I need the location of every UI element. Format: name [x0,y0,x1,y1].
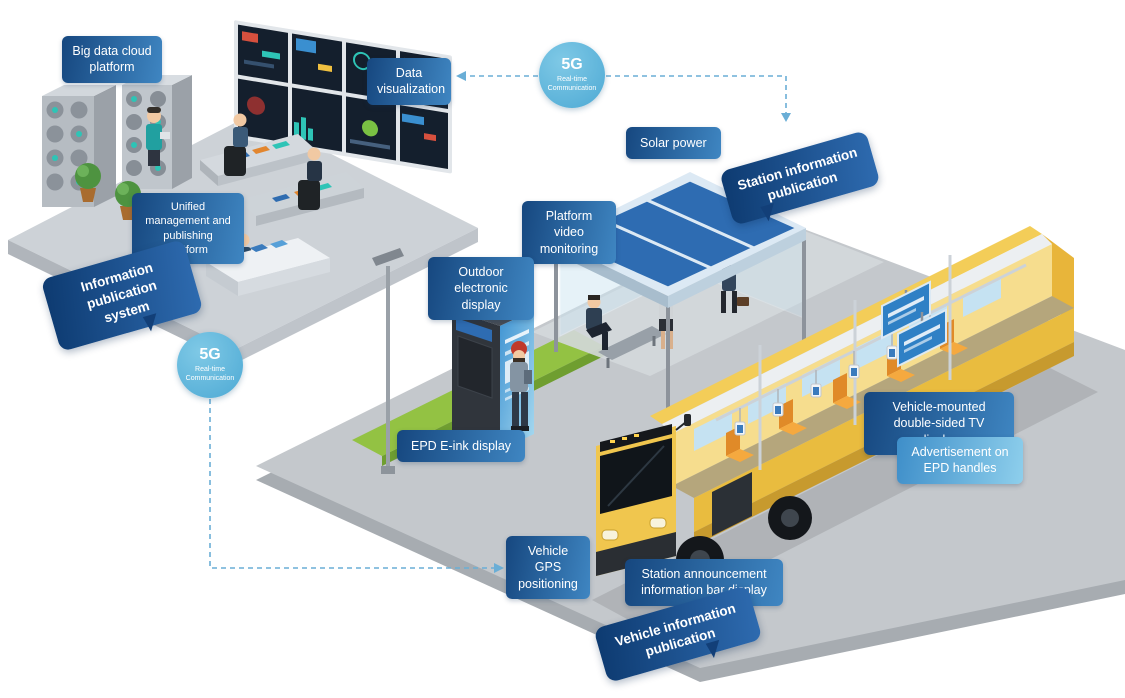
bus-front [596,414,691,576]
label-epd-handles-advertisement: Advertisement on EPD handles [897,437,1023,484]
person-operator-1 [224,113,248,176]
label-platform-video-monitoring: Platform video monitoring [522,201,616,264]
label-solar-power: Solar power [626,127,721,160]
badge-5g-top: 5G Real-time Communication [539,42,605,108]
vehicle-tv-display-1 [881,280,931,340]
person-standing-tablet [146,107,170,166]
connector-arrowheads [456,71,791,573]
5g-connector-lines [209,75,787,569]
person-operator-2 [298,147,322,210]
label-outdoor-electronic-display: Outdoor electronic display [428,257,534,320]
badge-5g-line1: Real-time [195,365,225,373]
badge-5g-line2: Communication [547,85,597,92]
label-data-visualization: Data visualization [367,58,451,105]
badge-5g-line2: Communication [185,375,235,382]
station-sidewalk [532,216,884,376]
bus [592,226,1098,626]
label-unified-management-platform: Unified management and publishing platfo… [132,193,244,265]
badge-5g-left: 5G Real-time Communication [177,332,243,398]
bus-poles [715,255,1027,470]
badge-5g-title: 5G [561,55,583,73]
bus-windows [694,276,1001,451]
label-vehicle-gps-positioning: Vehicle GPS positioning [506,536,590,599]
label-big-data-cloud-platform: Big data cloud platform [62,36,162,83]
person-red-hat [510,341,532,431]
person-sitting [586,295,612,350]
badge-5g-title: 5G [199,345,221,363]
street-lamp [372,248,404,474]
badge-5g-line1: Real-time [557,75,587,83]
label-epd-eink-display: EPD E-ink display [397,430,526,463]
vehicle-tv-display-2 [897,308,947,368]
